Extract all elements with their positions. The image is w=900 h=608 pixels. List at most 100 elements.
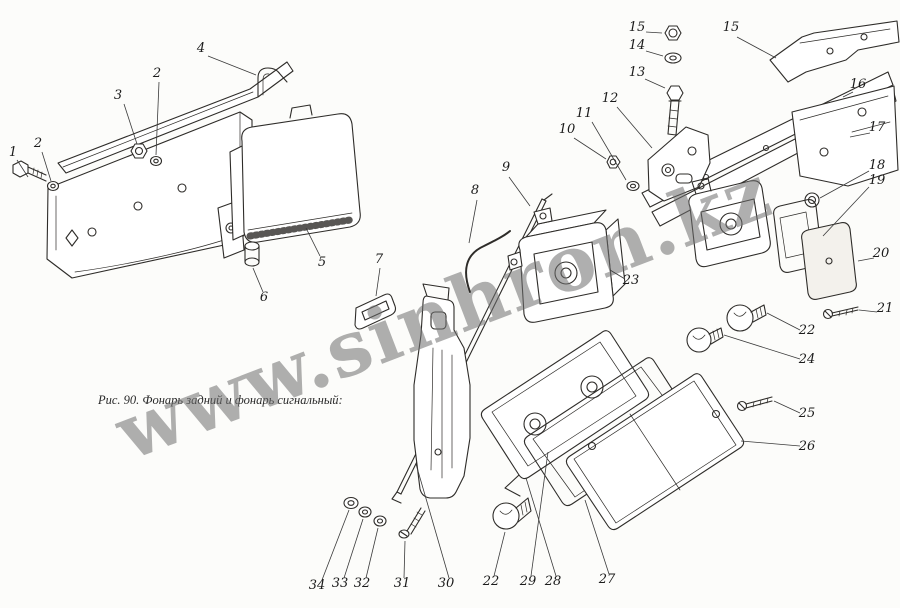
part-washer-2b [149,155,163,167]
diagram-line-art [12,20,900,539]
leader-line-3 [123,103,138,145]
callout-number-6: 6 [260,290,268,305]
callout-number-31: 31 [394,576,411,591]
callout-number-10: 10 [559,122,576,137]
callout-number-15: 15 [629,20,646,35]
part-washer-14 [664,52,682,64]
callout-number-33: 33 [332,576,349,591]
callout-number-16: 16 [850,77,867,92]
leader-line-26 [740,440,801,447]
part-bulb-22 [726,304,767,332]
part-washer-33 [358,506,372,518]
callout-number-34: 34 [309,578,326,593]
callout-number-5: 5 [318,255,326,270]
leader-line-10 [573,137,607,160]
part-lamp-body-5 [229,104,361,243]
callout-number-4: 4 [196,41,205,56]
leader-line-22 [766,312,801,331]
part-washer-11 [626,180,640,192]
callout-number-22: 22 [482,574,500,589]
callout-number-26: 26 [798,439,816,454]
leader-line-19 [822,186,870,237]
leader-line-24 [723,334,801,360]
part-support-pillar [413,283,471,499]
leader-line-27 [584,499,610,575]
leader-line-2 [155,81,160,156]
part-bulb-24 [686,327,724,353]
callout-number-22: 22 [798,323,816,338]
callout-number-27: 27 [598,572,616,587]
part-lens-26 [565,373,745,531]
callout-number-3: 3 [114,88,122,103]
part-bracket-12 [647,126,711,202]
part-screw-25 [736,396,773,412]
leader-line-6 [252,267,264,293]
callout-number-15: 15 [723,20,740,35]
part-washer-32 [373,515,387,527]
leader-line-2 [41,151,52,182]
part-clamp-7 [354,293,397,330]
callout-number-7: 7 [375,252,384,267]
leader-line-13 [644,78,666,89]
part-nut-3 [130,143,148,159]
leader-line-25 [773,400,801,414]
part-stud-6 [244,241,260,267]
callout-number-9: 9 [502,160,510,175]
part-screw-31 [398,507,426,539]
callout-number-23: 23 [622,273,640,288]
part-washer-2a [46,180,60,192]
leader-line-11 [591,121,627,181]
leader-line-16 [842,91,854,98]
part-washer-34 [343,496,359,510]
leader-line-7 [375,267,381,297]
leader-line-15 [736,36,777,59]
part-bolt-1 [12,160,47,182]
callout-number-1: 1 [9,145,17,160]
callout-number-12: 12 [602,91,619,106]
leader-line-20 [857,257,875,262]
callout-number-11: 11 [576,106,593,121]
callout-number-13: 13 [629,65,646,80]
leader-line-22 [493,531,506,577]
callout-number-14: 14 [629,38,646,53]
leader-line-14 [645,50,664,57]
leader-line-34 [321,509,350,581]
part-screw-21 [822,306,859,320]
leader-line-30 [415,463,450,579]
callout-number-24: 24 [798,352,816,367]
part-bolt-13 [666,85,684,136]
leader-line-23 [609,269,626,280]
part-housing-23 [507,207,626,323]
leader-line-31 [403,540,406,579]
callout-number-2: 2 [33,136,42,151]
callout-number-20: 20 [872,246,890,261]
part-bulb-22b [492,497,532,530]
callout-number-28: 28 [544,574,562,589]
callout-number-19: 19 [869,173,886,188]
callout-number-32: 32 [354,576,371,591]
leader-line-33 [343,518,364,579]
figure-caption: Рис. 90. Фонарь задний и фонарь сигнальн… [97,393,343,407]
callout-number-30: 30 [438,576,455,591]
part-cover-20 [801,222,857,300]
callout-number-2: 2 [152,66,161,81]
leader-line-15 [645,31,663,34]
callout-number-29: 29 [519,574,537,589]
leader-line-12 [616,106,653,149]
leader-line-9 [508,176,531,207]
leader-line-4 [207,55,257,76]
part-nut-15 [664,25,682,41]
callout-number-17: 17 [869,120,886,135]
leader-line-29 [530,451,549,577]
callout-number-8: 8 [471,183,479,198]
leader-line-28 [525,477,557,577]
leader-line-21 [858,309,878,313]
leader-line-17 [849,132,871,138]
leader-line-32 [365,527,379,579]
leader-line-8 [468,199,478,244]
callout-number-21: 21 [876,301,894,316]
part-rod-8 [465,230,511,293]
